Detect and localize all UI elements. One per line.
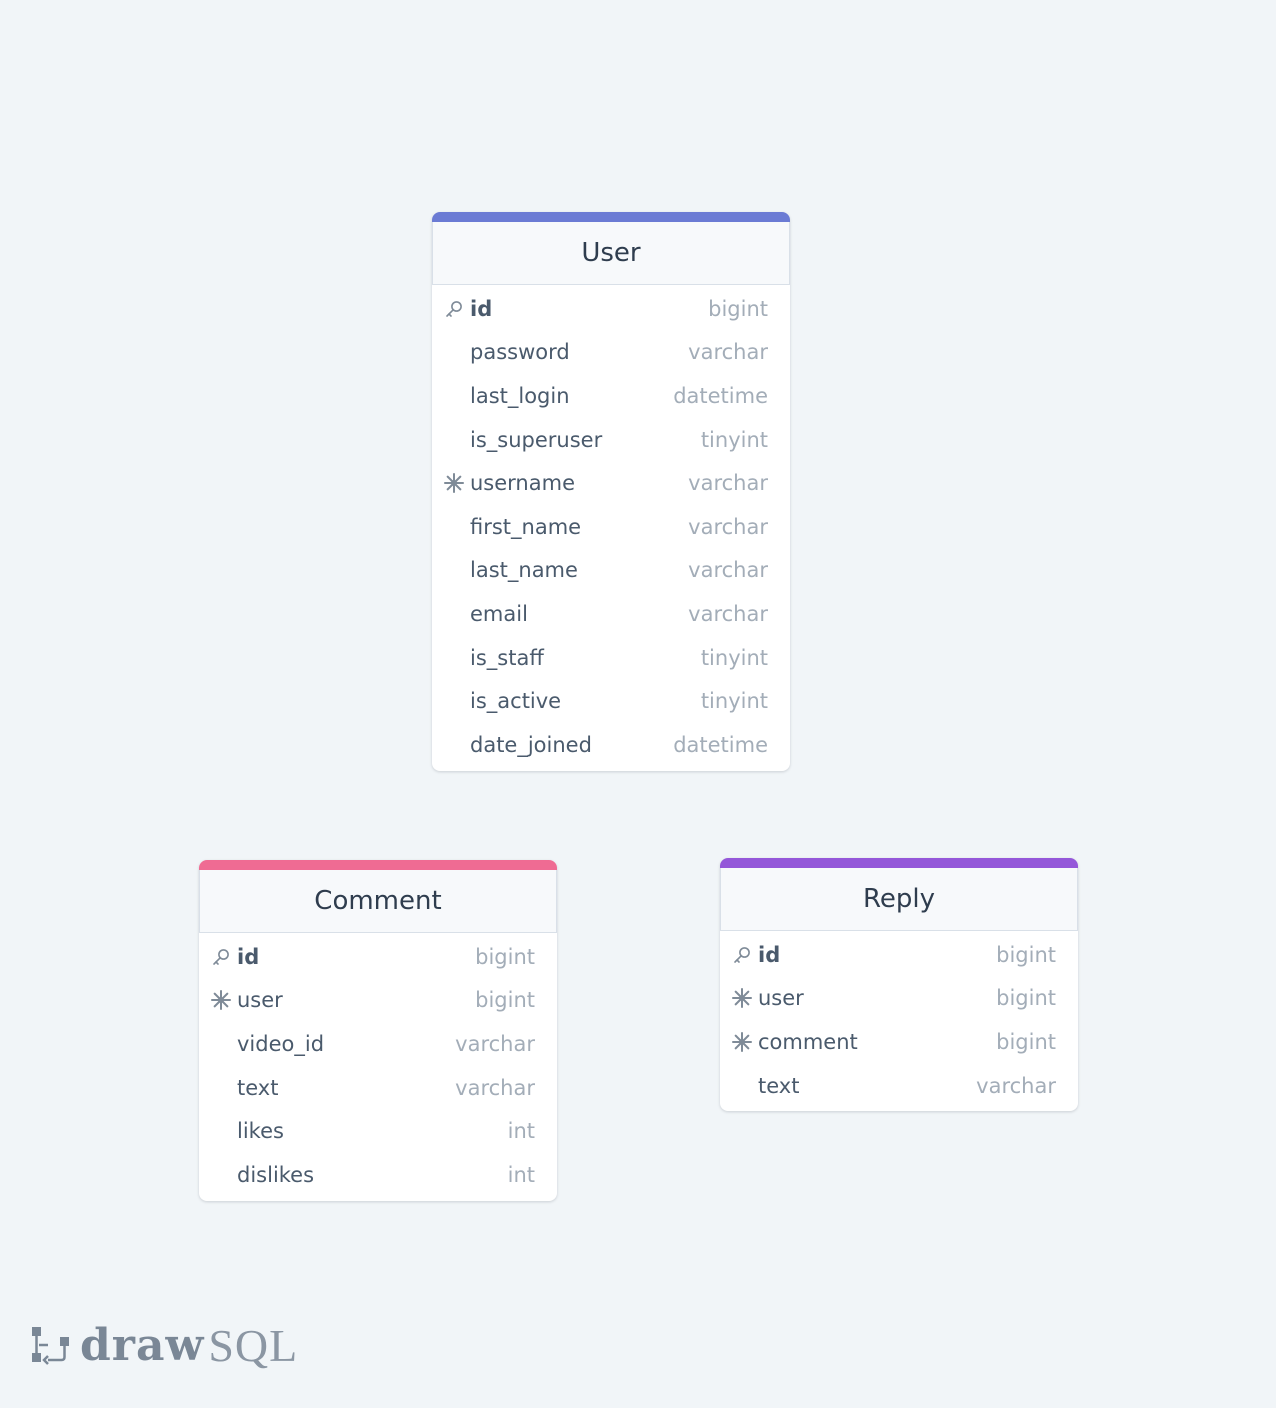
column-name: is_active <box>470 689 562 714</box>
column-name: text <box>758 1073 800 1098</box>
key-icon <box>210 946 232 968</box>
brand-name-light: SQL <box>208 1319 299 1371</box>
column-row[interactable]: dislikes int <box>199 1153 557 1197</box>
column-type: varchar <box>455 1075 535 1100</box>
column-type: int <box>507 1162 535 1187</box>
key-icon <box>443 298 465 320</box>
column-row[interactable]: user bigint <box>720 977 1078 1021</box>
column-name: date_joined <box>470 732 592 757</box>
table-header[interactable]: Comment <box>199 870 557 933</box>
snowflake-icon <box>210 989 232 1011</box>
column-type: tinyint <box>700 427 768 452</box>
column-type: bigint <box>996 1029 1056 1054</box>
column-name: likes <box>237 1119 284 1144</box>
column-row[interactable]: id bigint <box>199 935 557 979</box>
column-row[interactable]: id bigint <box>432 287 790 331</box>
column-row[interactable]: email varchar <box>432 592 790 636</box>
column-row[interactable]: user bigint <box>199 979 557 1023</box>
column-row[interactable]: comment bigint <box>720 1020 1078 1064</box>
column-name: user <box>758 986 804 1011</box>
snowflake-icon <box>731 987 753 1009</box>
column-row[interactable]: text varchar <box>199 1066 557 1110</box>
table-accent-bar <box>720 858 1078 868</box>
column-type: bigint <box>708 296 768 321</box>
column-type: varchar <box>688 514 768 539</box>
snowflake-icon <box>731 1031 753 1053</box>
column-type: bigint <box>475 944 535 969</box>
column-type: tinyint <box>700 689 768 714</box>
column-row[interactable]: date_joined datetime <box>432 723 790 767</box>
table-accent-bar <box>199 860 557 870</box>
column-list: id bigint user bigint comment bigint text varch… <box>720 931 1078 1111</box>
column-name: video_id <box>237 1031 325 1056</box>
column-row[interactable]: first_name varchar <box>432 505 790 549</box>
column-row[interactable]: is_active tinyint <box>432 679 790 723</box>
column-name: username <box>470 471 575 496</box>
column-type: bigint <box>996 986 1056 1011</box>
snowflake-icon <box>443 472 465 494</box>
column-name: dislikes <box>237 1162 315 1187</box>
table-reply[interactable]: Reply id bigint user bigint comment bigint tex… <box>720 858 1078 1112</box>
column-name: email <box>470 601 528 626</box>
column-row[interactable]: video_id varchar <box>199 1022 557 1066</box>
column-type: varchar <box>455 1031 535 1056</box>
column-name: user <box>237 988 283 1013</box>
column-row[interactable]: id bigint <box>720 933 1078 977</box>
table-title: Reply <box>862 884 935 914</box>
column-type: bigint <box>996 942 1056 967</box>
column-type: varchar <box>688 558 768 583</box>
column-name: last_name <box>470 558 578 583</box>
column-row[interactable]: likes int <box>199 1109 557 1153</box>
column-name: last_login <box>470 383 570 408</box>
column-name: id <box>237 944 260 969</box>
drawsql-logo: draw SQL <box>30 1318 298 1372</box>
table-header[interactable]: Reply <box>720 868 1078 931</box>
column-name: text <box>237 1075 279 1100</box>
brand-name-bold: draw <box>80 1319 205 1371</box>
column-name: id <box>470 296 493 321</box>
table-title: User <box>581 238 641 268</box>
drawsql-logo-icon <box>32 1327 69 1365</box>
column-row[interactable]: last_login datetime <box>432 374 790 418</box>
column-type: tinyint <box>700 645 768 670</box>
column-type: varchar <box>688 601 768 626</box>
column-row[interactable]: password varchar <box>432 331 790 375</box>
table-header[interactable]: User <box>432 222 790 285</box>
column-name: comment <box>758 1029 858 1054</box>
column-row[interactable]: text varchar <box>720 1064 1078 1108</box>
table-title: Comment <box>314 886 442 916</box>
column-row[interactable]: is_staff tinyint <box>432 636 790 680</box>
key-icon <box>731 944 753 966</box>
column-type: varchar <box>976 1073 1056 1098</box>
column-row[interactable]: last_name varchar <box>432 549 790 593</box>
column-type: varchar <box>688 471 768 496</box>
column-row[interactable]: username varchar <box>432 461 790 505</box>
column-name: is_staff <box>470 645 544 670</box>
table-accent-bar <box>432 212 790 222</box>
column-type: datetime <box>673 383 768 408</box>
column-type: datetime <box>673 732 768 757</box>
column-name: first_name <box>470 514 582 539</box>
column-type: bigint <box>475 988 535 1013</box>
column-name: is_superuser <box>470 427 603 452</box>
column-type: int <box>507 1119 535 1144</box>
column-row[interactable]: is_superuser tinyint <box>432 418 790 462</box>
column-name: id <box>758 942 781 967</box>
column-type: varchar <box>688 340 768 365</box>
column-name: password <box>470 340 570 365</box>
